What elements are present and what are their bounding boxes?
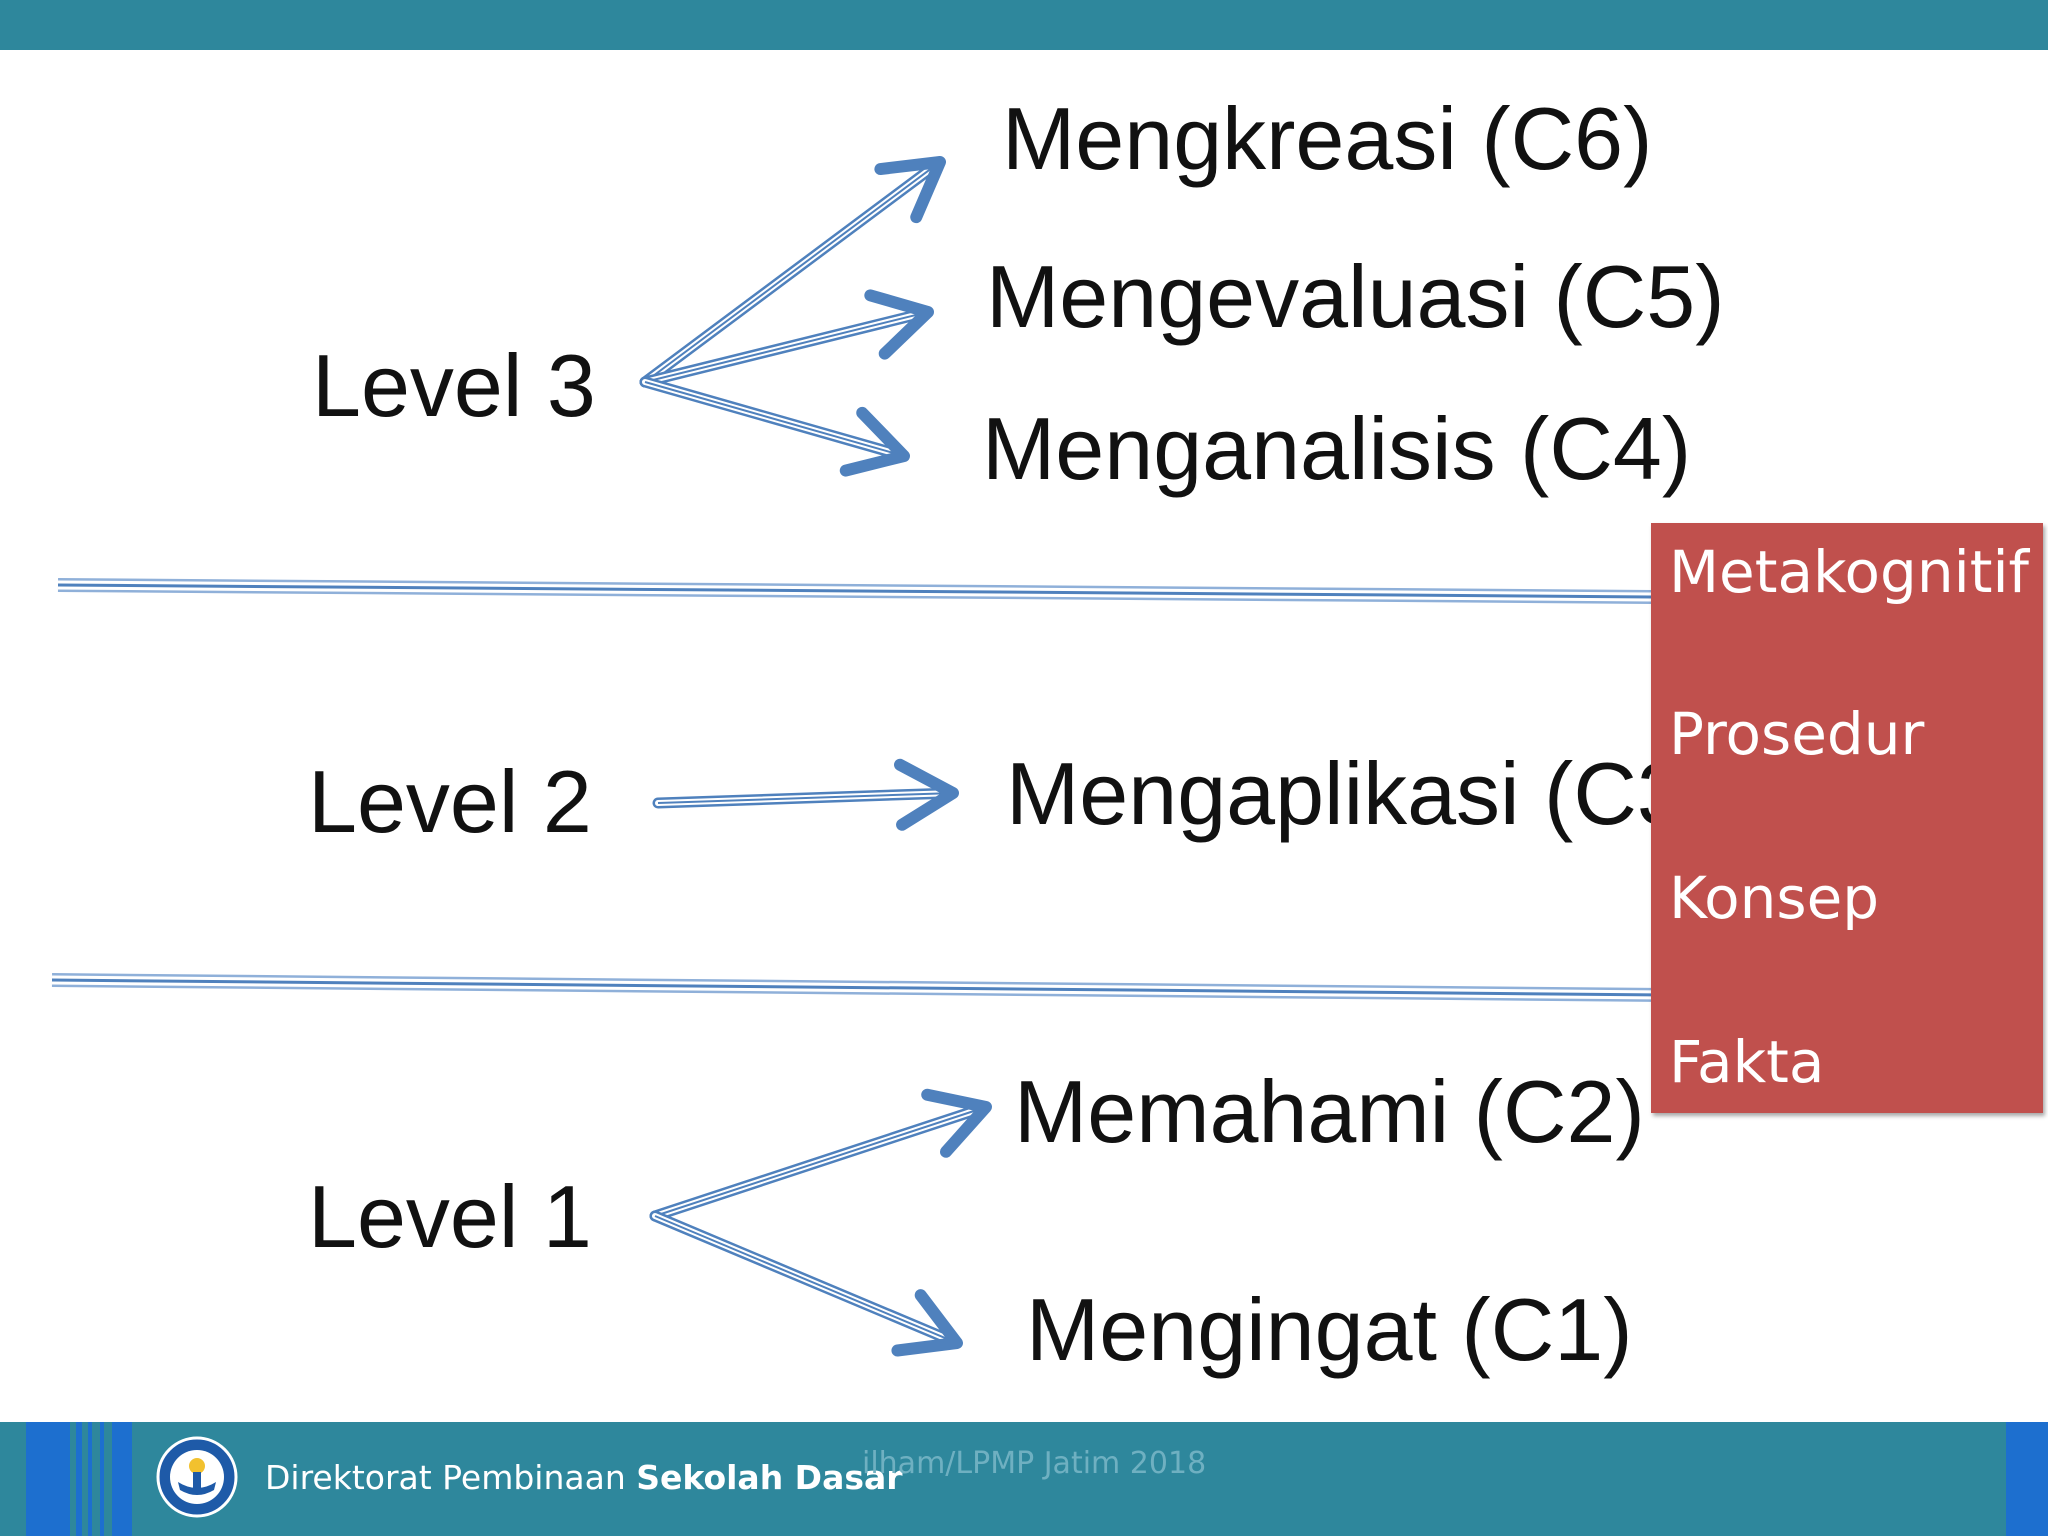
arrow-to-c3 (652, 758, 959, 831)
skill-mengingat: Mengingat (C1) (1026, 1280, 1633, 1379)
footer-stripe (112, 1422, 132, 1536)
footer-bar: Direktorat Pembinaan Sekolah Dasar (0, 1422, 2048, 1536)
level-2-label: Level 2 (308, 752, 592, 851)
knowledge-fakta: Fakta (1669, 1028, 1825, 1096)
footer-stripe (100, 1422, 104, 1536)
footer-stripe (76, 1422, 82, 1536)
divider-line-lower (51, 973, 1661, 1002)
knowledge-konsep: Konsep (1669, 864, 1880, 932)
knowledge-metakognitif: Metakognitif (1669, 538, 2029, 606)
skill-memahami: Memahami (C2) (1014, 1062, 1645, 1161)
knowledge-dimension-box: Metakognitif Prosedur Konsep Fakta (1651, 523, 2043, 1113)
arrow-to-c1 (649, 1210, 963, 1357)
footer-org-bold: Sekolah Dasar (636, 1458, 903, 1497)
footer-org-prefix: Direktorat Pembinaan (265, 1458, 637, 1497)
skill-menganalisis: Menganalisis (C4) (982, 399, 1692, 498)
credit-watermark: ilham/LPMP Jatim 2018 (862, 1446, 1207, 1481)
divider-line-upper (57, 578, 1661, 604)
level-1-label: Level 1 (308, 1167, 592, 1266)
footer-organization: Direktorat Pembinaan Sekolah Dasar (265, 1458, 903, 1497)
arrows-group (639, 156, 992, 1357)
arrow-to-c4 (639, 376, 910, 477)
footer-stripe (26, 1422, 70, 1536)
arrow-to-c2 (649, 1088, 992, 1222)
header-bar (0, 0, 2048, 50)
knowledge-prosedur: Prosedur (1669, 700, 1925, 768)
arrow-to-c6 (639, 156, 946, 388)
footer-stripe (2006, 1422, 2048, 1536)
tut-wuri-handayani-logo (156, 1436, 238, 1518)
footer-stripe (88, 1422, 92, 1536)
skill-mengevaluasi: Mengevaluasi (C5) (986, 247, 1725, 346)
skill-mengaplikasi: Mengaplikasi (C3) (1006, 744, 1716, 843)
arrow-to-c5 (639, 289, 934, 388)
skill-mengkreasi: Mengkreasi (C6) (1002, 89, 1653, 188)
level-3-label: Level 3 (312, 336, 596, 435)
